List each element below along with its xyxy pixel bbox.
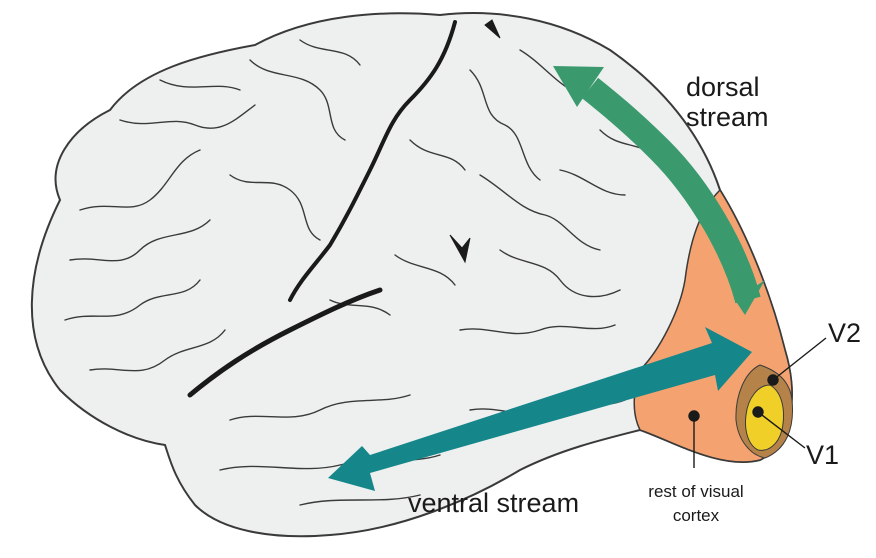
dorsal-stream-arrow <box>553 66 765 315</box>
rest-label-line2: cortex <box>672 506 720 525</box>
v1-marker <box>752 406 764 418</box>
ventral-stream-label: ventral stream <box>408 488 580 518</box>
label-pointers <box>688 337 827 468</box>
dorsal-label-line2: stream <box>686 102 769 132</box>
rest-of-visual-cortex-label: rest of visual cortex <box>634 480 758 528</box>
dorsal-stream-label: dorsal stream <box>686 72 769 132</box>
v1-label: V1 <box>806 440 840 470</box>
dorsal-label-line1: dorsal <box>686 72 760 102</box>
ventral-stream-arrow <box>328 327 752 491</box>
rest-label-line1: rest of visual <box>648 482 744 501</box>
v2-marker <box>767 374 779 386</box>
brain-sulci <box>64 39 661 506</box>
visual-cortex-marker <box>688 410 700 422</box>
v2-label: V2 <box>828 318 862 348</box>
major-sulci <box>187 19 501 398</box>
